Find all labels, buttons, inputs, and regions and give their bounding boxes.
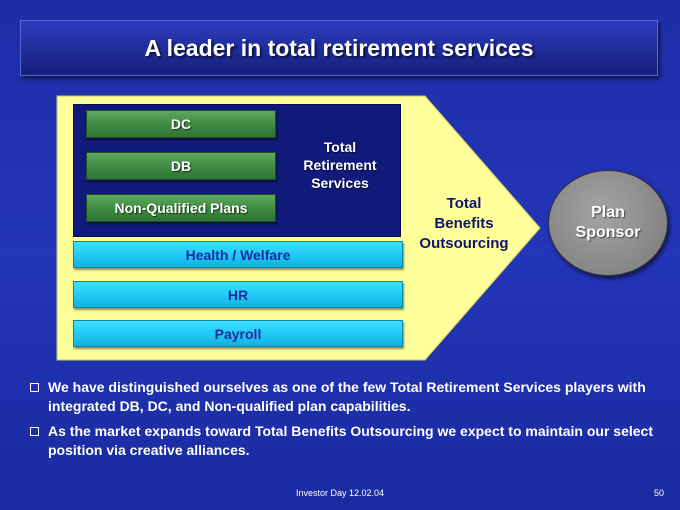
plan-sponsor-circle: Plan Sponsor	[548, 170, 668, 276]
health-welfare-bar: Health / Welfare	[73, 241, 403, 268]
total-retirement-services-label: Total Retirement Services	[290, 138, 390, 192]
db-bar: DB	[86, 152, 276, 180]
trs-label-line: Services	[311, 175, 369, 191]
slide-title: A leader in total retirement services	[144, 34, 534, 61]
footer-text: Investor Day 12.02.04	[295, 488, 385, 498]
tbo-label-line: Benefits	[434, 215, 494, 232]
square-bullet-icon	[30, 383, 39, 392]
total-benefits-outsourcing-label: Total Benefits Outsourcing	[404, 194, 524, 254]
bullet-item: We have distinguished ourselves as one o…	[28, 378, 668, 416]
hr-bar: HR	[73, 281, 403, 308]
sponsor-label-line: Plan	[591, 204, 625, 221]
tbo-label-line: Outsourcing	[419, 235, 509, 252]
bullet-text: As the market expands toward Total Benef…	[48, 423, 653, 458]
title-bar: A leader in total retirement services	[20, 20, 658, 76]
square-bullet-icon	[30, 427, 39, 436]
payroll-bar: Payroll	[73, 320, 403, 347]
sponsor-label-line: Sponsor	[575, 224, 641, 241]
bullet-list: We have distinguished ourselves as one o…	[28, 378, 668, 466]
trs-label-line: Total	[323, 139, 357, 155]
page-number: 50	[653, 488, 664, 498]
dc-bar: DC	[86, 110, 276, 138]
non-qualified-plans-bar: Non-Qualified Plans	[86, 194, 276, 222]
bullet-item: As the market expands toward Total Benef…	[28, 422, 668, 460]
bullet-text: We have distinguished ourselves as one o…	[48, 379, 646, 414]
trs-label-line: Retirement	[303, 157, 377, 173]
tbo-label-line: Total	[446, 195, 482, 212]
